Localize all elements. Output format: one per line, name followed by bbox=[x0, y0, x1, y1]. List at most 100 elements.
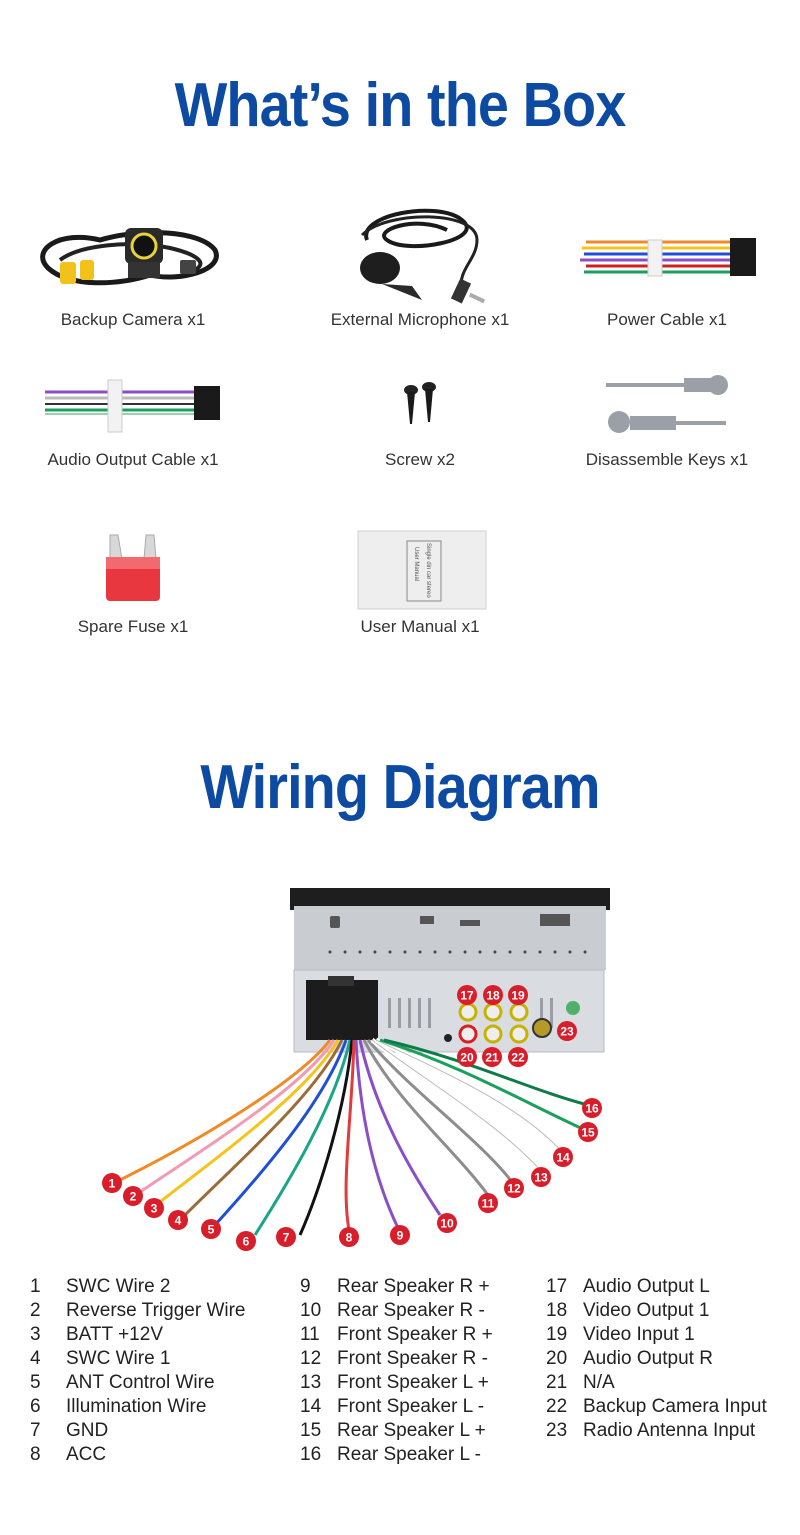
legend-number: 6 bbox=[30, 1396, 41, 1417]
wire-marker-label: 1 bbox=[109, 1177, 116, 1191]
legend-number: 3 bbox=[30, 1324, 41, 1345]
box-heading: What’s in the Box bbox=[174, 71, 627, 140]
wire-marker-label: 12 bbox=[507, 1182, 521, 1196]
legend-row: 12 Front Speaker R - bbox=[300, 1347, 493, 1371]
legend-label: Audio Output R bbox=[583, 1348, 713, 1369]
legend-row: 16 Rear Speaker L - bbox=[300, 1443, 493, 1467]
legend-label: Backup Camera Input bbox=[583, 1396, 767, 1417]
wire-marker bbox=[390, 1225, 410, 1245]
power-cable-icon bbox=[534, 200, 800, 310]
wire-marker bbox=[582, 1098, 602, 1118]
keys-icon bbox=[534, 340, 800, 450]
legend-number: 23 bbox=[546, 1420, 568, 1441]
legend-number: 18 bbox=[546, 1300, 568, 1321]
box-item-label: Disassemble Keys x1 bbox=[585, 450, 749, 469]
legend-number: 13 bbox=[300, 1372, 322, 1393]
wire-marker-label: 3 bbox=[151, 1202, 158, 1216]
port-marker-label: 21 bbox=[485, 1051, 499, 1065]
box-item-label: Spare Fuse x1 bbox=[77, 617, 189, 636]
port-marker bbox=[482, 1047, 502, 1067]
legend-row: 14 Front Speaker L - bbox=[300, 1395, 493, 1419]
unit-faceplate bbox=[290, 888, 610, 910]
legend-number: 15 bbox=[300, 1420, 322, 1441]
legend-number: 16 bbox=[300, 1444, 322, 1465]
box-item-audio-cable: Audio Output Cable x1 bbox=[0, 340, 266, 470]
legend-label: Reverse Trigger Wire bbox=[66, 1300, 246, 1321]
wire-marker-label: 9 bbox=[397, 1229, 404, 1243]
box-item-power-cable: Power Cable x1 bbox=[534, 200, 800, 330]
box-item-label: Power Cable x1 bbox=[606, 310, 727, 329]
legend-label: Front Speaker L - bbox=[337, 1396, 485, 1417]
legend-label: SWC Wire 1 bbox=[66, 1348, 171, 1369]
port-marker bbox=[508, 985, 528, 1005]
box-item-fuse: Spare Fuse x1 bbox=[0, 507, 266, 637]
legend-label: BATT +12V bbox=[66, 1324, 163, 1345]
legend-label: Front Speaker L + bbox=[337, 1372, 489, 1393]
port-marker-label: 18 bbox=[486, 989, 500, 1003]
legend-number: 11 bbox=[300, 1324, 320, 1345]
legend-number: 7 bbox=[30, 1420, 41, 1441]
box-item-label: Screw x2 bbox=[385, 450, 455, 469]
legend-label: Video Input 1 bbox=[583, 1324, 695, 1345]
wire-marker-label: 6 bbox=[243, 1235, 250, 1249]
legend-label: Rear Speaker R + bbox=[337, 1276, 490, 1297]
wire-marker-label: 7 bbox=[283, 1231, 290, 1245]
manual-cover-text: Single din car stereo bbox=[425, 543, 431, 598]
legend-label: Front Speaker R - bbox=[337, 1348, 488, 1369]
legend-label: ACC bbox=[66, 1444, 107, 1465]
wire-marker bbox=[578, 1122, 598, 1142]
port-marker bbox=[457, 1047, 477, 1067]
wire-marker-label: 15 bbox=[581, 1126, 595, 1140]
port-marker bbox=[508, 1047, 528, 1067]
legend-row: 3 BATT +12V bbox=[30, 1323, 246, 1347]
port-marker bbox=[457, 985, 477, 1005]
wire-marker bbox=[478, 1193, 498, 1213]
wire-marker bbox=[531, 1167, 551, 1187]
port-marker bbox=[483, 985, 503, 1005]
legend-number: 14 bbox=[300, 1396, 322, 1417]
wire-marker-label: 16 bbox=[585, 1102, 599, 1116]
box-item-label: External Microphone x1 bbox=[330, 310, 510, 329]
legend-label: Rear Speaker L + bbox=[337, 1420, 486, 1441]
wire-marker-label: 8 bbox=[346, 1231, 353, 1245]
legend-label: Rear Speaker L - bbox=[337, 1444, 481, 1465]
legend-row: 8 ACC bbox=[30, 1443, 246, 1467]
fuse-icon bbox=[0, 507, 266, 617]
legend-number: 10 bbox=[300, 1300, 322, 1321]
port-marker-label: 22 bbox=[511, 1051, 525, 1065]
port-marker-label: 23 bbox=[560, 1025, 574, 1039]
wire-marker bbox=[339, 1227, 359, 1247]
legend-number: 21 bbox=[546, 1372, 568, 1393]
wire-marker bbox=[276, 1227, 296, 1247]
wire-marker bbox=[236, 1231, 256, 1251]
audio-cable-icon bbox=[0, 340, 266, 450]
wire-marker-label: 11 bbox=[482, 1197, 495, 1211]
wiring-heading: Wiring Diagram bbox=[200, 753, 600, 822]
legend-row: 13 Front Speaker L + bbox=[300, 1371, 493, 1395]
legend-label: Illumination Wire bbox=[66, 1396, 207, 1417]
box-item-screw: Screw x2 bbox=[287, 340, 553, 470]
port-marker-label: 19 bbox=[511, 989, 525, 1003]
legend-number: 9 bbox=[300, 1276, 311, 1297]
port-marker-label: 20 bbox=[460, 1051, 474, 1065]
port-marker-label: 17 bbox=[460, 989, 474, 1003]
wire-marker-label: 14 bbox=[556, 1151, 570, 1165]
legend-number: 8 bbox=[30, 1444, 41, 1465]
wire-bundle bbox=[119, 1037, 589, 1236]
legend-number: 12 bbox=[300, 1348, 322, 1369]
legend-label: ANT Control Wire bbox=[66, 1372, 215, 1393]
box-item-manual: Single din car stereo User Manual User M… bbox=[287, 507, 553, 637]
legend-row: 15 Rear Speaker L + bbox=[300, 1419, 493, 1443]
legend-number: 22 bbox=[546, 1396, 568, 1417]
wire-marker bbox=[144, 1198, 164, 1218]
